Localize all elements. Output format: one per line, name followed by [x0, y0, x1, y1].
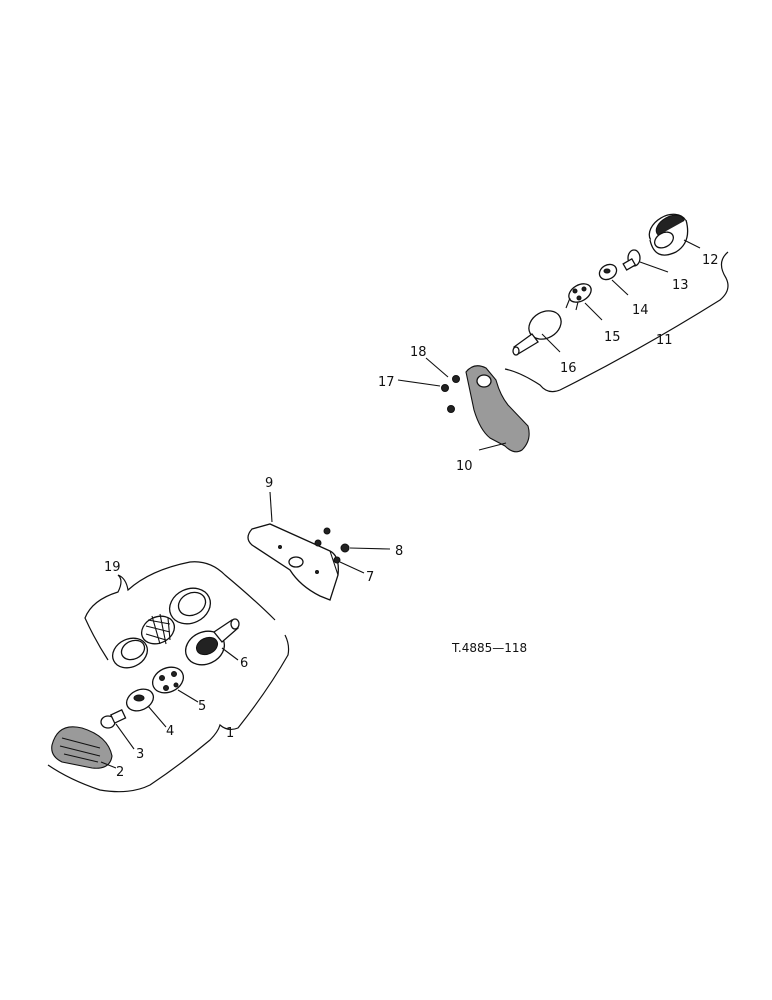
- callout-17: 17: [378, 375, 395, 390]
- callout-11: 11: [656, 333, 673, 348]
- part-13-bulb: [622, 249, 641, 271]
- callout-8: 8: [395, 544, 403, 559]
- brace-19: [84, 561, 276, 661]
- callout-14: 14: [632, 303, 649, 318]
- callout-16: 16: [560, 361, 577, 376]
- brace-11: [504, 251, 729, 393]
- callout-15: 15: [604, 330, 621, 345]
- callout-13: 13: [672, 278, 689, 293]
- callout-12: 12: [702, 253, 719, 268]
- part-12-lamp-lens: [648, 213, 689, 256]
- callout-6: 6: [240, 656, 248, 671]
- callout-7: 7: [366, 570, 374, 585]
- mounting-bracket-10: [441, 365, 530, 453]
- callout-3: 3: [136, 747, 144, 762]
- part-16-housing: [512, 310, 562, 356]
- part-19-lens-kit: [111, 587, 211, 669]
- callout-9: 9: [265, 476, 273, 491]
- part-2-lamp-lens: [51, 726, 113, 769]
- callout-1: 1: [226, 726, 234, 741]
- part-15-socket: [565, 283, 592, 311]
- callout-10: 10: [456, 459, 473, 474]
- leader-lines: [100, 239, 701, 769]
- callout-5: 5: [198, 699, 206, 714]
- upper-lamp-assembly: [504, 213, 729, 393]
- part-4-gasket: [125, 688, 155, 712]
- part-14-gasket: [598, 263, 618, 281]
- callout-18: 18: [410, 345, 427, 360]
- callout-4: 4: [166, 724, 174, 739]
- part-6-housing: [185, 618, 240, 666]
- plate-bracket-9: [247, 523, 350, 601]
- part-5-socket: [151, 666, 185, 694]
- callout-19: 19: [104, 560, 121, 575]
- part-3-bulb: [100, 708, 127, 729]
- drawing-reference-code: T.4885—118: [451, 641, 527, 655]
- lower-lamp-assembly: [47, 561, 290, 793]
- brace-1: [47, 634, 290, 793]
- callout-2: 2: [116, 765, 124, 780]
